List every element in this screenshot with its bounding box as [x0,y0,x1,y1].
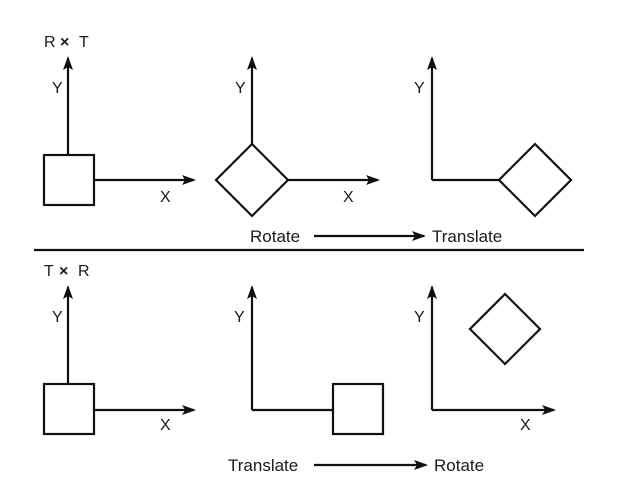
top-caption: Rotate Translate [250,227,502,246]
top-title-right: T [79,34,89,51]
square-shape [42,382,96,436]
bottom-figure-3: Y X [414,285,556,434]
square-shape [42,153,96,207]
caption-from: Translate [228,456,298,475]
x-axis-label: X [160,189,171,206]
square-shape [331,382,385,436]
bottom-caption: Translate Rotate [228,456,484,475]
caption-to: Rotate [434,456,484,475]
top-figure-2: Y X [214,56,380,218]
top-title-left: R [44,34,56,51]
bottom-title-left: T [44,263,54,280]
bottom-panel: T × R Y X Y Y X Translate [42,263,556,475]
y-axis-label: Y [235,80,246,97]
caption-to: Translate [432,227,502,246]
top-panel: R × T Y X Y X Y Rotate [42,34,573,246]
top-title-operator: × [60,34,69,51]
y-axis-label: Y [52,80,63,97]
diamond-shape [214,142,290,218]
x-axis-label: X [160,417,171,434]
y-axis-label: Y [414,309,425,326]
diamond-shape [468,292,542,366]
y-axis-label: Y [414,80,425,97]
y-axis-label: Y [52,309,63,326]
x-axis-label: X [520,417,531,434]
bottom-figure-2: Y [234,285,385,436]
top-figure-3: Y [414,56,573,218]
x-axis-label: X [343,189,354,206]
bottom-title-right: R [78,263,90,280]
diamond-shape [497,142,573,218]
bottom-figure-1: Y X [42,285,196,436]
bottom-title-operator: × [59,263,68,280]
y-axis-label: Y [234,309,245,326]
caption-from: Rotate [250,227,300,246]
top-figure-1: Y X [42,56,196,207]
